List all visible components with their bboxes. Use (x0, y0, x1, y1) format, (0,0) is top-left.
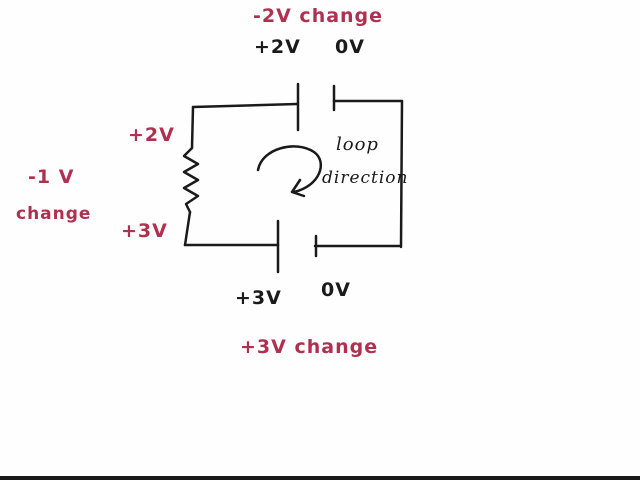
resistor (182, 146, 200, 214)
bottom-edge (0, 476, 640, 480)
wire-left-upper (190, 105, 195, 150)
bottom-right-voltage-label: 0V (321, 279, 351, 301)
wire-left-lower (183, 210, 192, 247)
bottom-change-label: +3V change (240, 336, 379, 358)
loop-arrowhead (290, 178, 306, 198)
loop-direction-label-line1: loop (336, 134, 379, 155)
top-left-voltage-label: +2V (254, 36, 301, 58)
bottom-left-voltage-label: +3V (235, 287, 282, 309)
left-change-label-line2: change (16, 204, 92, 224)
top-change-label: -2V change (253, 5, 384, 27)
left-top-voltage-label: +2V (128, 124, 175, 146)
loop-arrow (256, 145, 323, 194)
loop-direction-label-line2: direction (322, 168, 409, 188)
wire-top-right (332, 99, 404, 249)
left-change-label-line1: -1 V (28, 166, 75, 188)
wire-top-left (191, 102, 299, 109)
top-right-voltage-label: 0V (335, 36, 365, 58)
left-bottom-voltage-label: +3V (121, 220, 168, 242)
